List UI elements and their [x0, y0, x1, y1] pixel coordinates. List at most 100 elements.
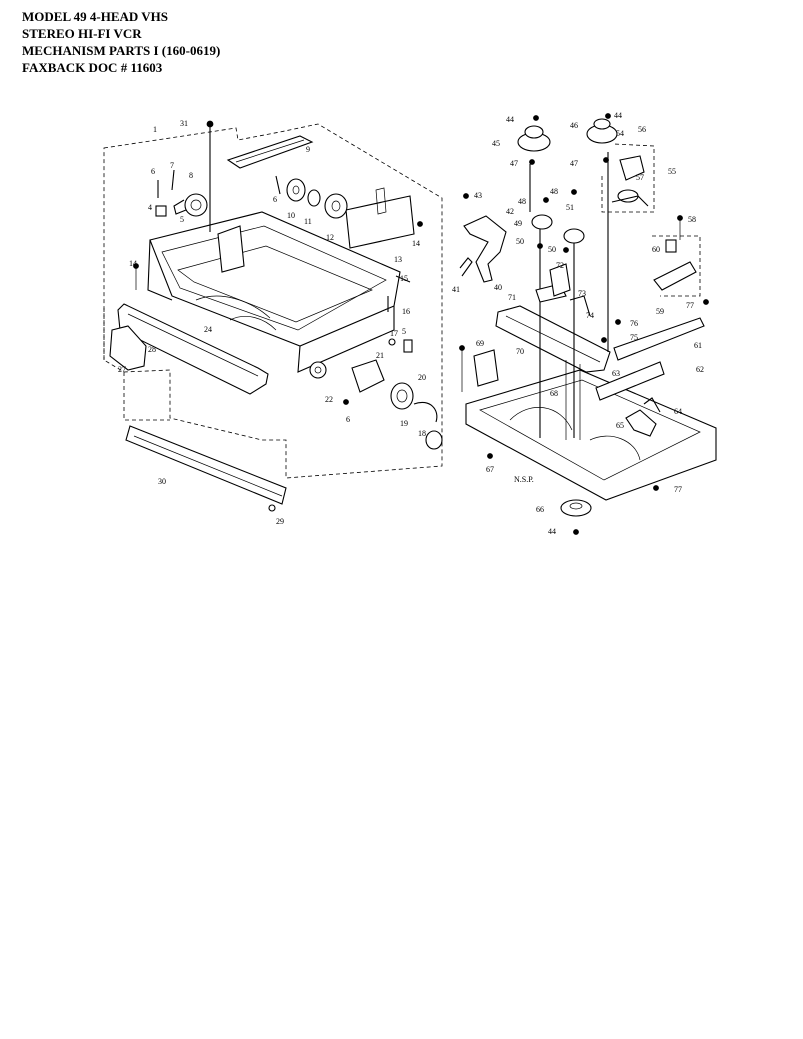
- spring-41: [459, 257, 473, 277]
- arm-61: [613, 317, 705, 361]
- callout: 15: [400, 274, 408, 283]
- gear-mount: [173, 199, 187, 215]
- arm-assembly-box: [652, 235, 701, 297]
- callout: 70: [516, 347, 524, 356]
- callout: N.S.P.: [514, 475, 534, 484]
- washer-50: [537, 243, 543, 249]
- callout: 77: [686, 301, 694, 310]
- callout: 27: [118, 365, 126, 374]
- part-73: [569, 295, 591, 317]
- chassis-cutout: [509, 407, 573, 431]
- gear-12: [324, 193, 348, 219]
- section-title: MECHANISM PARTS I (160-0619): [22, 43, 221, 58]
- pulley-20: [390, 382, 414, 410]
- part-72: [549, 263, 571, 297]
- callout: 6: [346, 415, 350, 424]
- screw-6: [343, 399, 349, 405]
- callout: 71: [508, 293, 516, 302]
- callout: 5: [180, 215, 184, 224]
- callout: 59: [656, 307, 664, 316]
- clip-4: [155, 205, 167, 217]
- product-subtitle: STEREO HI-FI VCR: [22, 26, 142, 41]
- pinch-lever-56: [619, 155, 645, 181]
- screw-63a: [459, 345, 465, 351]
- gear-cluster-hub: [314, 366, 322, 374]
- slide-plate-slot: [505, 315, 601, 363]
- washer-47b: [603, 157, 609, 163]
- callout: 72: [556, 261, 564, 270]
- callout: 47: [510, 159, 518, 168]
- screw-44: [533, 115, 539, 121]
- clip-5: [403, 339, 413, 353]
- callout: 18: [418, 429, 426, 438]
- front-bar-edge: [127, 313, 259, 377]
- callout: 43: [474, 191, 482, 200]
- washer-50b: [563, 247, 569, 253]
- callout: 74: [586, 311, 594, 320]
- pulley-20-hub: [396, 389, 408, 403]
- callout: 65: [616, 421, 624, 430]
- callout: 48: [518, 197, 526, 206]
- screw-76: [615, 319, 621, 325]
- bracket-tab: [375, 187, 387, 215]
- bracket-69: [473, 349, 499, 387]
- chassis-base: [465, 369, 717, 501]
- frame-inner-opening: [177, 245, 373, 323]
- top-rail-part: [226, 135, 314, 169]
- callout: 7: [170, 161, 174, 170]
- pulley-66-hub: [569, 502, 583, 510]
- callout: 76: [630, 319, 638, 328]
- callout: 60: [652, 245, 660, 254]
- spring-64: [643, 397, 661, 413]
- arm-59: [653, 261, 697, 291]
- callout: 77: [674, 485, 682, 494]
- washer-11: [307, 189, 321, 207]
- callout: 55: [668, 167, 676, 176]
- belt-19: [413, 402, 438, 423]
- callout: 46: [570, 121, 578, 130]
- callout: 75: [630, 333, 638, 342]
- frame-side-wall: [147, 239, 173, 301]
- screw-29: [268, 504, 276, 512]
- tension-band-42: [463, 215, 507, 283]
- washer-48b: [571, 189, 577, 195]
- callout: 21: [376, 351, 384, 360]
- pulley-66: [560, 499, 592, 517]
- arm-21: [351, 359, 385, 393]
- callout: 44: [548, 527, 556, 536]
- lever-65: [625, 409, 657, 437]
- gear-cluster: [309, 361, 327, 379]
- screw-44b: [605, 113, 611, 119]
- callout: 12: [326, 233, 334, 242]
- callout: 5: [402, 327, 406, 336]
- callout: 68: [550, 389, 558, 398]
- callout: 66: [536, 505, 544, 514]
- callout-labels: 1 31 9 6 7 8 4 5 6 10 11 12 14 13 15 14 …: [118, 111, 704, 536]
- callout: 24: [204, 325, 212, 334]
- reel-46-hub: [593, 118, 611, 130]
- bottom-bar-edge: [133, 435, 283, 497]
- callout: 13: [394, 255, 402, 264]
- callout: 42: [506, 207, 514, 216]
- washer-17: [388, 338, 396, 346]
- callout: 51: [566, 203, 574, 212]
- doc-number: FAXBACK DOC # 11603: [22, 60, 163, 75]
- frame-curve: [229, 316, 277, 331]
- model-title: MODEL 49 4-HEAD VHS: [22, 9, 169, 24]
- idler-51: [563, 228, 585, 244]
- screw-31: [206, 120, 214, 128]
- callout: 47: [570, 159, 578, 168]
- callout: 50: [516, 237, 524, 246]
- frame-front-wall: [297, 306, 395, 373]
- pinch-assembly-box: [601, 143, 655, 213]
- front-bar-24: [117, 303, 269, 395]
- side-plate: [217, 225, 245, 273]
- callout: 44: [506, 115, 514, 124]
- frame-curve: [195, 295, 271, 319]
- callout: 58: [688, 215, 696, 224]
- document-header: MODEL 49 4-HEAD VHS STEREO HI-FI VCR MEC…: [22, 8, 220, 76]
- side-bracket-13: [345, 195, 415, 249]
- gear-18: [425, 430, 443, 450]
- chassis-top-face: [479, 379, 701, 481]
